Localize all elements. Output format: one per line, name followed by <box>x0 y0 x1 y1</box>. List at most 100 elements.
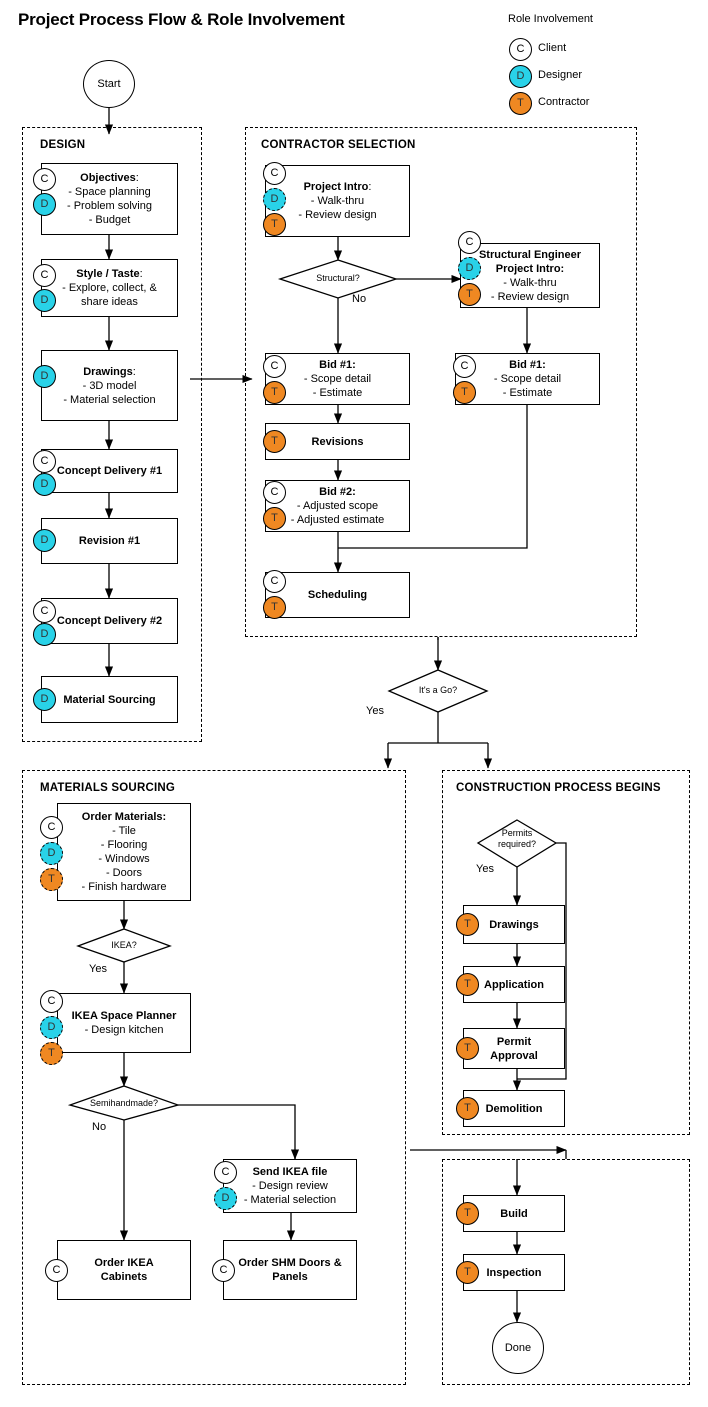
node-bid-2-line1: - Adjusted scope <box>296 500 379 512</box>
node-permit-approval-title2: Approval <box>490 1049 538 1062</box>
node-build[interactable]: Build <box>463 1195 565 1232</box>
badge-designer-project-intro: D <box>263 188 286 211</box>
node-concept-delivery-2[interactable]: Concept Delivery #2 <box>41 598 178 644</box>
badge-contractor-bid-1-right: T <box>453 381 476 404</box>
node-scheduling-title: Scheduling <box>307 589 368 601</box>
decision-permits-required <box>476 819 558 868</box>
decision-label-semihandmade: Semihandmade? <box>89 1098 159 1108</box>
badge-designer-material-sourcing: D <box>33 688 56 711</box>
terminator-done: Done <box>492 1322 544 1374</box>
node-objectives-title: Objectives <box>80 172 136 184</box>
edge-label-structural-no: No <box>352 293 367 305</box>
node-order-materials-line2: - Flooring <box>100 839 148 851</box>
node-build-title: Build <box>500 1207 528 1220</box>
node-concept-delivery-1[interactable]: Concept Delivery #1 <box>41 449 178 493</box>
badge-designer-concept-2: D <box>33 623 56 646</box>
decision-label-permits-line1: Permits <box>501 828 533 838</box>
node-style-taste-line1: - Explore, collect, & <box>62 282 157 294</box>
badge-client-scheduling: C <box>263 570 286 593</box>
badge-client-order-materials: C <box>40 816 63 839</box>
node-project-intro-title: Project Intro <box>303 181 369 193</box>
node-bid-2-line2: - Adjusted estimate <box>290 514 385 526</box>
node-objectives[interactable]: Objectives: - Space planning - Problem s… <box>41 163 178 235</box>
badge-client-ikea-space-planner: C <box>40 990 63 1013</box>
node-bid-1-right[interactable]: Bid #1: - Scope detail - Estimate <box>455 353 600 405</box>
node-drawings-line2: - Material selection <box>63 393 156 406</box>
node-order-ikea-cabinets-title: Order IKEA <box>94 1257 154 1269</box>
decision-ikea <box>76 928 172 963</box>
badge-contractor-application: T <box>456 973 479 996</box>
node-order-materials-line4: - Doors <box>105 867 143 879</box>
node-revision-1[interactable]: Revision #1 <box>41 518 178 564</box>
node-revisions[interactable]: Revisions <box>265 423 410 460</box>
badge-contractor-bid-2: T <box>263 507 286 530</box>
node-inspection[interactable]: Inspection <box>463 1254 565 1291</box>
node-bid-1-left[interactable]: Bid #1: - Scope detail - Estimate <box>265 353 410 405</box>
node-application-title: Application <box>484 978 544 991</box>
node-project-intro-colon: : <box>368 181 372 193</box>
badge-client-send-ikea-file: C <box>214 1161 237 1184</box>
group-materials-sourcing <box>22 770 406 1385</box>
legend-title: Role Involvement <box>508 13 593 25</box>
badge-client-order-shm: C <box>212 1259 235 1282</box>
node-concept-delivery-1-title: Concept Delivery #1 <box>56 465 163 477</box>
badge-designer-structural-engineer: D <box>458 257 481 280</box>
node-objectives-line3: - Budget <box>88 214 131 226</box>
badge-contractor-construction-drawings: T <box>456 913 479 936</box>
node-project-intro[interactable]: Project Intro: - Walk-thru - Review desi… <box>265 165 410 237</box>
node-construction-drawings-title: Drawings <box>489 918 539 931</box>
badge-designer-ikea-space-planner: D <box>40 1016 63 1039</box>
badge-contractor-order-materials: T <box>40 868 63 891</box>
node-drawings-title: Drawings <box>83 365 133 378</box>
badge-contractor-build: T <box>456 1202 479 1225</box>
node-drawings[interactable]: Drawings: - 3D model - Material selectio… <box>41 350 178 421</box>
node-concept-delivery-2-title: Concept Delivery #2 <box>56 615 163 627</box>
node-permit-approval[interactable]: Permit Approval <box>463 1028 565 1069</box>
node-scheduling[interactable]: Scheduling <box>265 572 410 618</box>
node-order-shm[interactable]: Order SHM Doors & Panels <box>223 1240 357 1300</box>
node-ikea-space-planner[interactable]: IKEA Space Planner - Design kitchen <box>57 993 191 1053</box>
node-bid-2-title: Bid #2: <box>319 486 356 498</box>
node-material-sourcing[interactable]: Material Sourcing <box>41 676 178 723</box>
group-label-materials-sourcing: MATERIALS SOURCING <box>40 782 175 794</box>
node-application[interactable]: Application <box>463 966 565 1003</box>
decision-label-structural: Structural? <box>316 273 360 283</box>
node-bid-1-right-line2: - Estimate <box>502 387 553 399</box>
badge-client-style-taste: C <box>33 264 56 287</box>
node-order-materials-title: Order Materials: <box>81 811 167 823</box>
node-drawings-colon: : <box>132 365 136 378</box>
node-construction-drawings[interactable]: Drawings <box>463 905 565 944</box>
badge-contractor-scheduling: T <box>263 596 286 619</box>
node-style-taste[interactable]: Style / Taste: - Explore, collect, & sha… <box>41 259 178 317</box>
node-order-materials[interactable]: Order Materials: - Tile - Flooring - Win… <box>57 803 191 901</box>
node-structural-engineer-intro[interactable]: Structural Engineer Project Intro: - Wal… <box>460 243 600 308</box>
badge-client-project-intro: C <box>263 162 286 185</box>
node-bid-1-right-title: Bid #1: <box>509 359 546 371</box>
node-order-ikea-cabinets[interactable]: Order IKEA Cabinets <box>57 1240 191 1300</box>
node-bid-1-left-title: Bid #1: <box>319 359 356 371</box>
group-design <box>22 127 202 742</box>
group-build-phase <box>442 1159 690 1385</box>
decision-label-ikea: IKEA? <box>111 940 137 950</box>
badge-contractor-project-intro: T <box>263 213 286 236</box>
badge-contractor-ikea-space-planner: T <box>40 1042 63 1065</box>
edge-label-permits-yes: Yes <box>476 863 494 875</box>
node-bid-2[interactable]: Bid #2: - Adjusted scope - Adjusted esti… <box>265 480 410 532</box>
edge-label-its-a-go-yes: Yes <box>366 705 384 717</box>
edge-label-semihandmade-no: No <box>92 1121 107 1133</box>
node-project-intro-line2: - Review design <box>298 209 377 221</box>
node-bid-1-right-line1: - Scope detail <box>493 373 562 385</box>
node-style-taste-colon: : <box>139 268 143 280</box>
node-material-sourcing-title: Material Sourcing <box>63 693 156 706</box>
badge-designer-revision-1: D <box>33 529 56 552</box>
badge-designer-order-materials: D <box>40 842 63 865</box>
node-order-shm-title2: Panels <box>272 1271 308 1283</box>
decision-its-a-go <box>387 669 489 713</box>
group-label-design: DESIGN <box>40 139 86 151</box>
badge-client-bid-1-left: C <box>263 355 286 378</box>
node-send-ikea-file[interactable]: Send IKEA file - Design review - Materia… <box>223 1159 357 1213</box>
node-drawings-line1: - 3D model <box>82 379 137 392</box>
decision-semihandmade <box>67 1085 181 1121</box>
badge-designer-concept-1: D <box>33 473 56 496</box>
